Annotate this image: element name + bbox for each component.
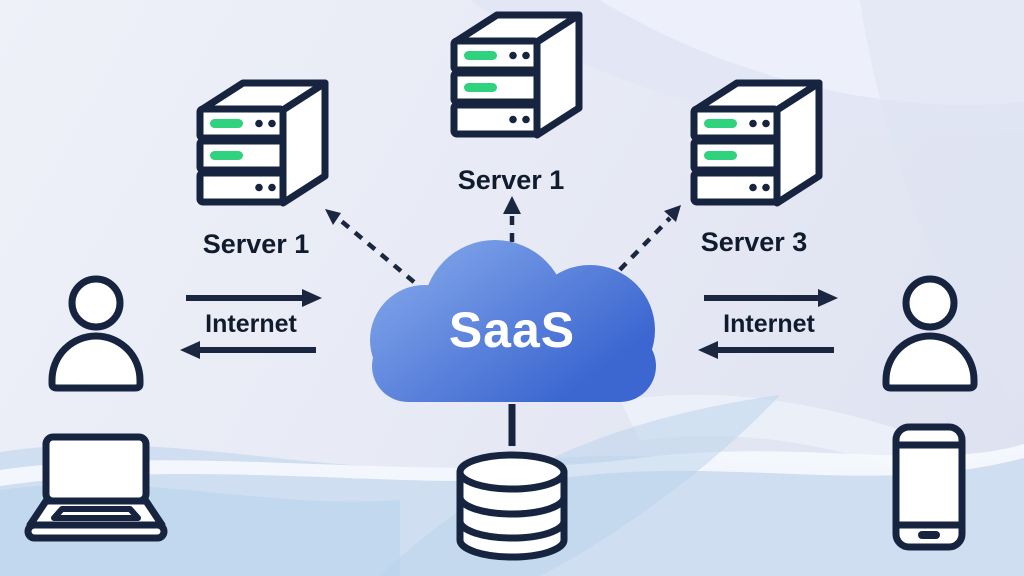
server-icon-3 — [694, 83, 819, 203]
arrow-left-icon — [698, 341, 718, 359]
server-3-label: Server 3 — [701, 227, 808, 257]
dashed-arrow-to-server-3 — [606, 205, 681, 284]
cloud-icon — [370, 240, 656, 402]
smartphone-icon — [896, 427, 962, 547]
laptop-icon — [28, 437, 164, 538]
right-internet-label: Internet — [723, 310, 815, 338]
left-internet-label: Internet — [205, 310, 297, 338]
right-internet-arrows — [698, 289, 838, 359]
dashed-arrow-to-server-1 — [325, 209, 416, 284]
arrow-left-icon — [180, 341, 200, 359]
arrow-right-icon — [818, 289, 838, 307]
arrow-right-icon — [302, 289, 322, 307]
server-icon-2 — [454, 15, 579, 135]
server-1-label: Server 1 — [203, 229, 310, 259]
server-icon-1 — [200, 83, 325, 203]
server-2-label: Server 1 — [458, 165, 565, 195]
dashed-arrow-to-server-2 — [503, 196, 521, 242]
cloud-label: SaaS — [449, 302, 575, 358]
left-internet-arrows — [180, 289, 322, 359]
database-icon — [456, 451, 568, 561]
